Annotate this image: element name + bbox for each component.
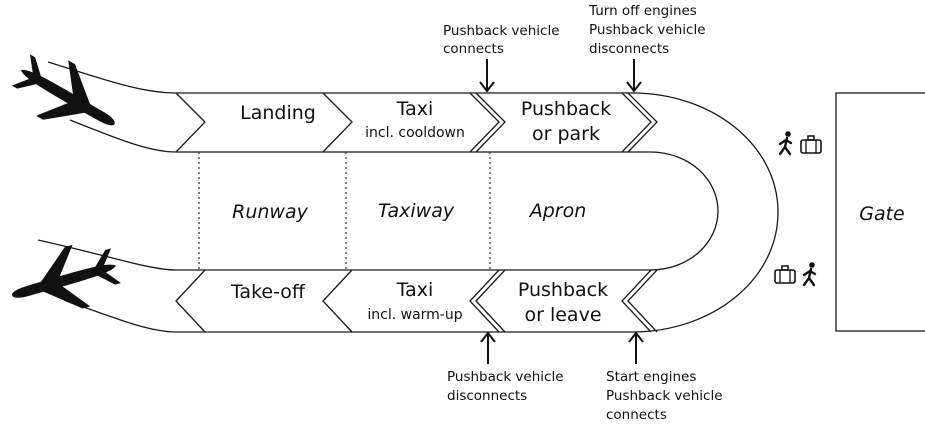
pushback-leave-chevron — [621, 269, 658, 333]
taxi-in-chevron — [469, 92, 506, 153]
walking-person-icon — [802, 262, 817, 287]
airplane-icon — [11, 54, 115, 126]
top-right-annotation-line3: disconnects — [589, 41, 669, 57]
landing-label: Landing — [240, 102, 316, 124]
taxi-in-subtitle: incl. cooldown — [365, 125, 465, 141]
inner-loop-edge — [176, 151, 719, 271]
takeoff-label: Take-off — [230, 281, 306, 303]
arrow-up-icon — [480, 331, 496, 364]
pushback-park-line1: Pushback — [521, 98, 611, 120]
luggage-icon — [774, 265, 796, 284]
top-left-annotation-line1: Pushback vehicle — [443, 23, 560, 39]
pushback-park-chevron — [621, 92, 658, 153]
bottom-right-annotation-line1: Start engines — [606, 369, 696, 385]
apron-label: Apron — [528, 200, 587, 222]
pushback-leave-line1: Pushback — [518, 279, 608, 301]
airplane-icon — [12, 244, 121, 309]
walking-person-icon — [778, 131, 793, 156]
top-lane-outer-edge — [176, 92, 779, 333]
bottom-left-annotation-line1: Pushback vehicle — [447, 369, 564, 385]
pushback-leave-line2: or leave — [524, 304, 601, 326]
gate-label: Gate — [859, 203, 905, 225]
luggage-icon — [800, 135, 822, 154]
bottom-right-annotation-line3: connects — [606, 407, 667, 423]
approach-curve-lower — [69, 119, 177, 153]
takeoff-chevron — [175, 269, 353, 333]
taxi-in-title: Taxi — [396, 98, 434, 120]
pushback-park-line2: or park — [532, 123, 600, 145]
arrow-down-icon — [626, 59, 642, 93]
gate-box — [835, 92, 925, 332]
departure-curve-upper — [37, 239, 177, 271]
taxi-out-title: Taxi — [396, 279, 434, 301]
top-right-annotation-line2: Pushback vehicle — [589, 22, 706, 38]
taxiway-label: Taxiway — [378, 200, 455, 222]
taxi-out-chevron — [469, 269, 506, 333]
arrow-up-icon — [628, 331, 644, 364]
taxi-out-subtitle: incl. warm-up — [367, 307, 462, 323]
runway-label: Runway — [232, 201, 308, 223]
bottom-left-annotation-line2: disconnects — [447, 388, 527, 404]
top-right-annotation-line1: Turn off engines — [588, 3, 697, 19]
approach-curve-upper — [47, 61, 177, 94]
top-left-annotation-line2: connects — [443, 41, 504, 57]
arrow-down-icon — [479, 59, 495, 93]
bottom-right-annotation-line2: Pushback vehicle — [606, 388, 723, 404]
landing-chevron — [175, 92, 353, 153]
